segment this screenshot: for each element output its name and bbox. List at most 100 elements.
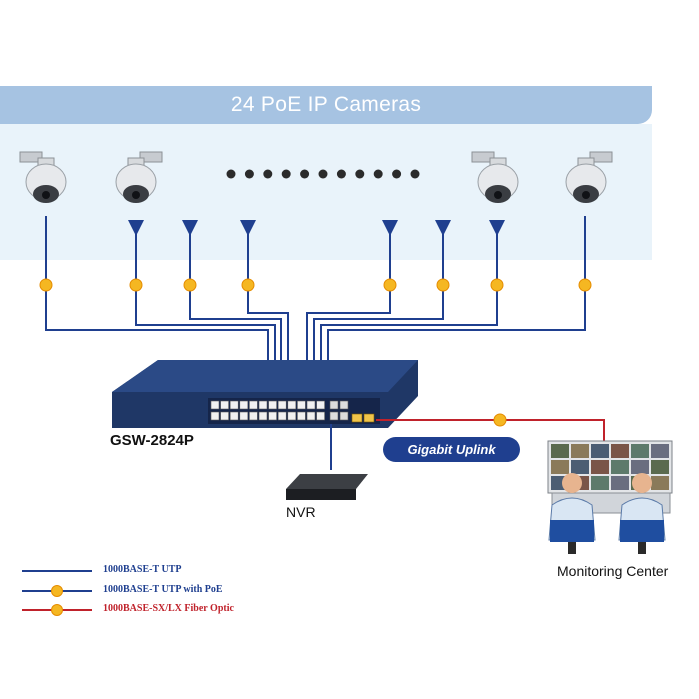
switch-port bbox=[316, 400, 325, 410]
operator-right-head bbox=[632, 473, 652, 493]
video-wall-tile bbox=[651, 476, 669, 490]
camera-part bbox=[139, 151, 163, 163]
poe-badge-icon bbox=[436, 278, 450, 292]
switch-port bbox=[229, 400, 239, 410]
camera-link-5 bbox=[306, 220, 398, 362]
video-wall-tile bbox=[571, 460, 589, 474]
poe-badge-icon bbox=[241, 278, 255, 292]
camera-part bbox=[494, 191, 502, 199]
nvr-label: NVR bbox=[286, 504, 316, 520]
switch-uplink-port bbox=[329, 411, 339, 421]
video-wall-tile bbox=[631, 460, 649, 474]
switch-port bbox=[210, 411, 220, 421]
more-cameras-dot bbox=[392, 169, 402, 179]
switch-port bbox=[220, 400, 229, 410]
switch-sfp-port bbox=[351, 413, 363, 423]
video-wall-tile bbox=[591, 444, 609, 458]
switch-port bbox=[268, 400, 277, 410]
legend-fiber: 1000BASE-SX/LX Fiber Optic bbox=[22, 603, 322, 617]
more-cameras-dot bbox=[263, 169, 273, 179]
video-wall-tile bbox=[631, 444, 649, 458]
ip-camera-icon bbox=[471, 151, 519, 203]
video-wall-tile bbox=[651, 460, 669, 474]
poe-badge-icon bbox=[578, 278, 592, 292]
more-cameras-dot bbox=[336, 169, 346, 179]
switch-port bbox=[249, 400, 258, 410]
camera-part bbox=[132, 191, 140, 199]
video-wall-tile bbox=[571, 444, 589, 458]
legend-utp-poe: 1000BASE-T UTP with PoE bbox=[22, 584, 322, 598]
switch-port bbox=[249, 411, 258, 421]
switch-top bbox=[112, 360, 418, 392]
camera-part bbox=[582, 191, 590, 199]
operator-right-chair bbox=[620, 520, 664, 542]
switch-uplink-port bbox=[339, 400, 349, 410]
operator-left-head bbox=[562, 473, 582, 493]
video-wall-tile bbox=[611, 460, 629, 474]
switch-port bbox=[287, 400, 297, 410]
switch-port bbox=[229, 411, 239, 421]
poe-badge-icon bbox=[490, 278, 504, 292]
legend-poe-badge-icon bbox=[51, 585, 63, 597]
switch-port bbox=[316, 411, 325, 421]
camera-link-2 bbox=[128, 220, 276, 362]
switch-port bbox=[277, 400, 287, 410]
camera-link-3 bbox=[182, 220, 282, 362]
camera-part bbox=[471, 151, 495, 163]
cameras-banner: 24 PoE IP Cameras bbox=[0, 86, 652, 124]
uplink-badge-icon bbox=[493, 413, 507, 427]
video-wall-tile bbox=[591, 460, 609, 474]
switch-model-label: GSW-2824P bbox=[110, 432, 194, 449]
ip-camera-icon bbox=[19, 151, 67, 203]
nvr-front bbox=[286, 489, 356, 500]
ip-camera-icon bbox=[565, 151, 613, 203]
legend-utp-label: 1000BASE-T UTP bbox=[103, 564, 182, 575]
fiber-uplink-link bbox=[376, 419, 605, 445]
poe-badge-icon bbox=[183, 278, 197, 292]
poe-badge-icon bbox=[383, 278, 397, 292]
switch-port bbox=[268, 411, 277, 421]
more-cameras-dot bbox=[373, 169, 383, 179]
poe-badge-icon bbox=[129, 278, 143, 292]
more-cameras-dot bbox=[244, 169, 254, 179]
camera-link-6 bbox=[313, 220, 451, 362]
switch-port bbox=[210, 400, 220, 410]
more-cameras-dot bbox=[226, 169, 236, 179]
switch-port bbox=[277, 411, 287, 421]
video-wall-tile bbox=[591, 476, 609, 490]
gigabit-uplink-badge: Gigabit Uplink bbox=[383, 437, 520, 462]
more-cameras-dot bbox=[410, 169, 420, 179]
more-cameras-dot bbox=[355, 169, 365, 179]
poe-badge-icon bbox=[39, 278, 53, 292]
video-wall-tile bbox=[551, 460, 569, 474]
switch-port bbox=[258, 411, 268, 421]
ip-camera-icon bbox=[115, 151, 163, 203]
switch-port bbox=[239, 411, 249, 421]
camera-part bbox=[19, 151, 43, 163]
switch-port bbox=[287, 411, 297, 421]
gigabit-uplink-label: Gigabit Uplink bbox=[407, 442, 496, 457]
switch-port bbox=[239, 400, 249, 410]
switch-uplink-port bbox=[329, 400, 339, 410]
switch-port bbox=[306, 411, 316, 421]
switch-port bbox=[306, 400, 316, 410]
operator-left-chair bbox=[550, 520, 594, 542]
switch-port bbox=[297, 411, 306, 421]
operator-right-chair-base bbox=[638, 542, 646, 554]
switch-sfp-port bbox=[363, 413, 375, 423]
legend-fiber-label: 1000BASE-SX/LX Fiber Optic bbox=[103, 603, 234, 614]
camera-zone-background bbox=[0, 124, 652, 260]
operator-left-chair-base bbox=[568, 542, 576, 554]
camera-link-8 bbox=[327, 216, 586, 362]
camera-link-7 bbox=[320, 220, 505, 362]
video-wall-tile bbox=[651, 444, 669, 458]
legend-utp: 1000BASE-T UTP bbox=[22, 564, 322, 578]
camera-part bbox=[42, 191, 50, 199]
camera-link-4 bbox=[240, 220, 289, 362]
switch-port bbox=[258, 400, 268, 410]
switch-port bbox=[220, 411, 229, 421]
legend-fiber-badge-icon bbox=[51, 604, 63, 616]
video-wall-tile bbox=[611, 476, 629, 490]
camera-link-1 bbox=[45, 216, 269, 362]
